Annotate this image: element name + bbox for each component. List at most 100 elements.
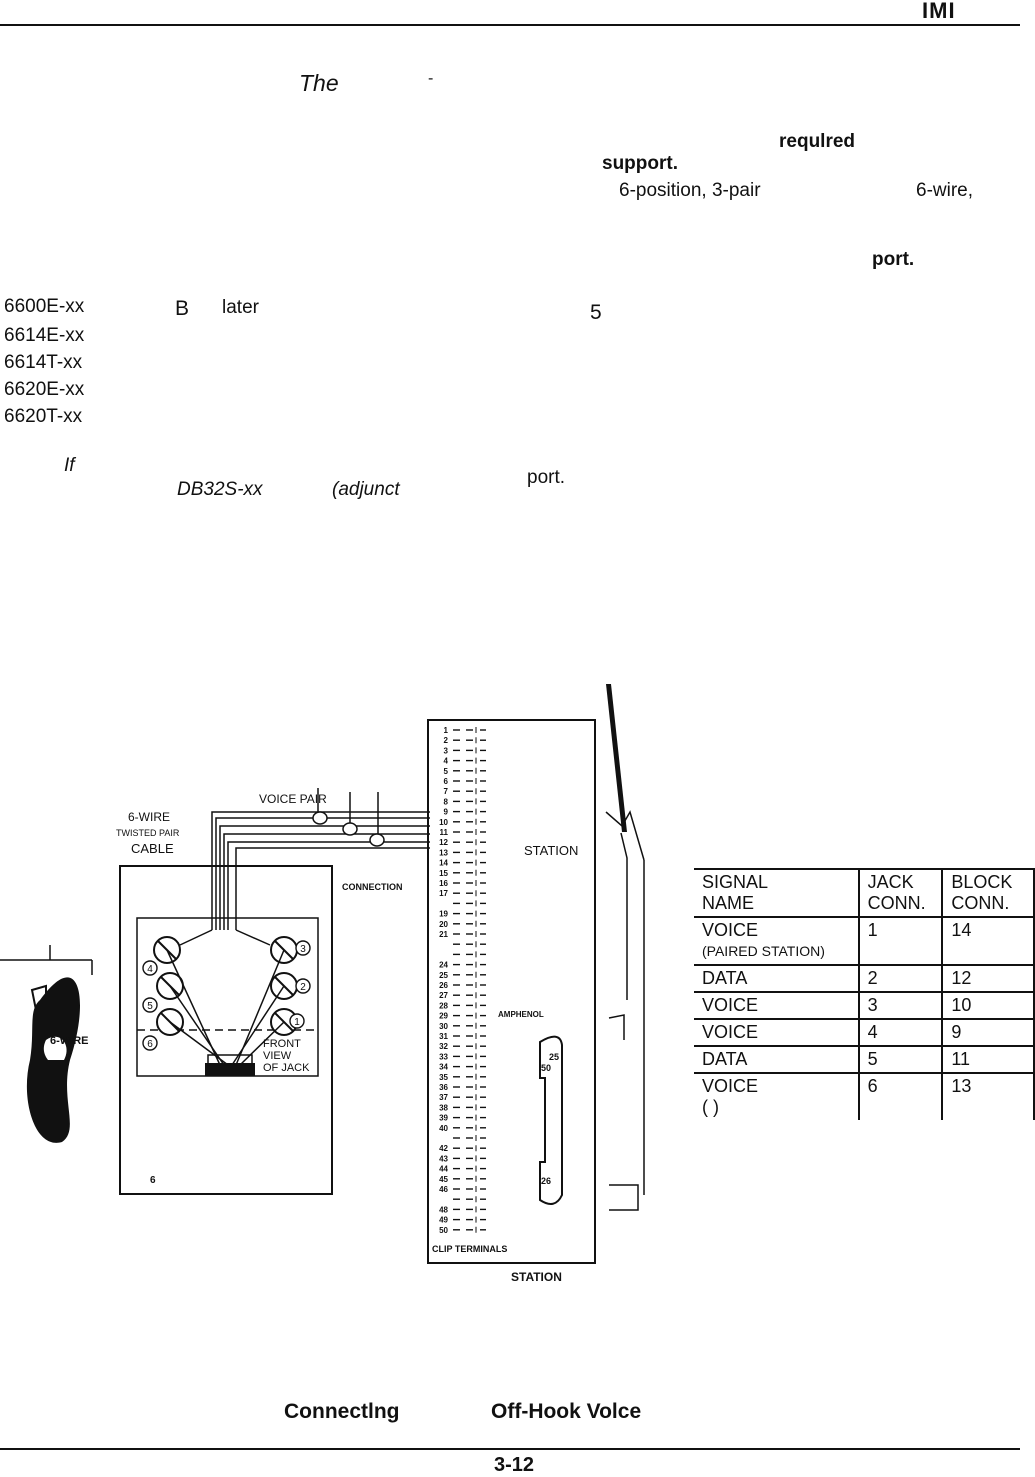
table-row: VOICE 4 9 <box>694 1019 1035 1047</box>
block-row-number: 8 <box>444 797 449 806</box>
text-five: 5 <box>590 301 602 324</box>
table-row: DATA 2 12 <box>694 965 1035 993</box>
block-row-number: 48 <box>439 1205 448 1214</box>
block-row-number: 49 <box>439 1216 448 1225</box>
block-row-number: 9 <box>444 808 449 817</box>
pin-26-label: 26 <box>541 1176 551 1186</box>
header-jack-conn: CONN. <box>867 893 926 913</box>
block-row-number: 26 <box>439 981 448 990</box>
pin-25-label: 25 <box>549 1052 559 1062</box>
header-block-conn: CONN. <box>951 893 1010 913</box>
text-port-1: port. <box>872 249 915 270</box>
model-5: 6620T-xx <box>4 406 83 427</box>
text-required: requlred <box>779 131 856 152</box>
jack-pin-circle <box>295 940 311 956</box>
block-row-number: 50 <box>439 1226 448 1235</box>
block-row-number: 11 <box>440 828 449 837</box>
amphenol-label: AMPHENOL <box>498 1010 544 1019</box>
voice-pair-label: VOICE PAIR <box>259 792 327 806</box>
six-wire-label: 6-WIRE <box>128 810 170 824</box>
block-row-number: 3 <box>444 746 449 755</box>
text-adjunct: (adjunct <box>332 479 400 500</box>
jack-pin-number: 1 <box>294 1017 300 1028</box>
cable-wires <box>211 788 430 930</box>
jack-pin-number: 2 <box>300 982 306 993</box>
cable-label: CABLE <box>131 841 174 856</box>
twisted-pair-label: TWISTED PAIR <box>116 828 180 838</box>
jack-pin-number: 4 <box>147 964 153 975</box>
block-row-number: 20 <box>439 920 448 929</box>
model-4: 6620E-xx <box>4 379 85 400</box>
block-row-number: 2 <box>444 736 449 745</box>
front-view-1: FRONT <box>263 1038 301 1050</box>
block-row-number: 7 <box>444 787 449 796</box>
block-row-number: 36 <box>439 1083 448 1092</box>
text-dash: - <box>428 70 434 87</box>
block-row-number: 24 <box>439 961 448 970</box>
table-row: VOICE 3 10 <box>694 992 1035 1020</box>
block-row-number: 31 <box>439 1032 448 1041</box>
pin-50-label: 50 <box>541 1063 551 1073</box>
model-1: 6600E-xx <box>4 296 85 317</box>
table-row: DATA 5 11 <box>694 1046 1035 1074</box>
clip-terminals-label: CLIP TERMINALS <box>432 1244 507 1254</box>
block-row-number: 39 <box>439 1114 448 1123</box>
block-row-number: 29 <box>439 1012 448 1021</box>
modular-jack <box>205 1063 255 1076</box>
text-db32: DB32S-xx <box>177 479 263 500</box>
block-row-number: 37 <box>439 1093 448 1102</box>
header-signal: SIGNAL <box>702 872 769 892</box>
header-block: BLOCK <box>951 872 1013 892</box>
page-number: 3-12 <box>494 1454 535 1476</box>
jack-pin-circle <box>142 1035 158 1051</box>
handset-label: 6-WIRE <box>50 1035 89 1047</box>
block-row-number: 19 <box>439 910 448 919</box>
block-row-number: 13 <box>439 848 448 857</box>
jack-pin-number: 6 <box>147 1039 153 1050</box>
block-row-number: 44 <box>439 1165 448 1174</box>
connection-label: CONNECTION <box>342 882 403 892</box>
header-rule <box>0 24 1020 26</box>
text-6wire: 6-wire, <box>916 180 974 201</box>
break-line <box>606 684 627 832</box>
text-6position: 6-position, 3-pair <box>619 180 761 201</box>
block-row-number: 14 <box>439 859 448 868</box>
text-later: later <box>222 297 259 318</box>
jack-pin-number: 5 <box>147 1001 153 1012</box>
amphenol-connector <box>539 1035 563 1205</box>
block-row-number: 46 <box>439 1185 448 1194</box>
block-row-number: 16 <box>439 879 448 888</box>
station-label-right: STATION <box>524 843 578 858</box>
handset-icon <box>26 977 80 1143</box>
header-name: NAME <box>702 893 755 913</box>
model-2: 6614E-xx <box>4 325 85 346</box>
footer-rule <box>0 1448 1020 1450</box>
jack-pin-circle <box>289 1013 305 1029</box>
block-row-number: 12 <box>439 838 448 847</box>
station-label-bottom: STATION <box>511 1270 562 1284</box>
block-row-number: 21 <box>439 930 448 939</box>
front-view-3: OF JACK <box>263 1062 310 1074</box>
jack-box <box>119 865 333 1195</box>
block-row-number: 10 <box>439 818 448 827</box>
caption-part-1: Connectlng <box>284 1400 400 1423</box>
block-row-number: 28 <box>439 1001 448 1010</box>
block-row-number: 40 <box>439 1124 448 1133</box>
block-row-number: 32 <box>439 1042 448 1051</box>
text-support: support. <box>602 153 678 174</box>
block-row-number: 1 <box>444 726 449 735</box>
block-row-number: 34 <box>439 1063 448 1072</box>
text-the: The <box>299 70 339 96</box>
jack-six-label: 6 <box>150 1175 156 1186</box>
text-b: B <box>175 297 190 320</box>
table-row: VOICE( ) 6 13 <box>694 1073 1035 1120</box>
header-logo: IMI <box>922 0 956 23</box>
block-row-number: 5 <box>444 767 449 776</box>
jack-pin-circle <box>142 997 158 1013</box>
block-row-number: 27 <box>439 991 448 1000</box>
block-row-number: 38 <box>439 1103 448 1112</box>
header-jack: JACK <box>867 872 914 892</box>
